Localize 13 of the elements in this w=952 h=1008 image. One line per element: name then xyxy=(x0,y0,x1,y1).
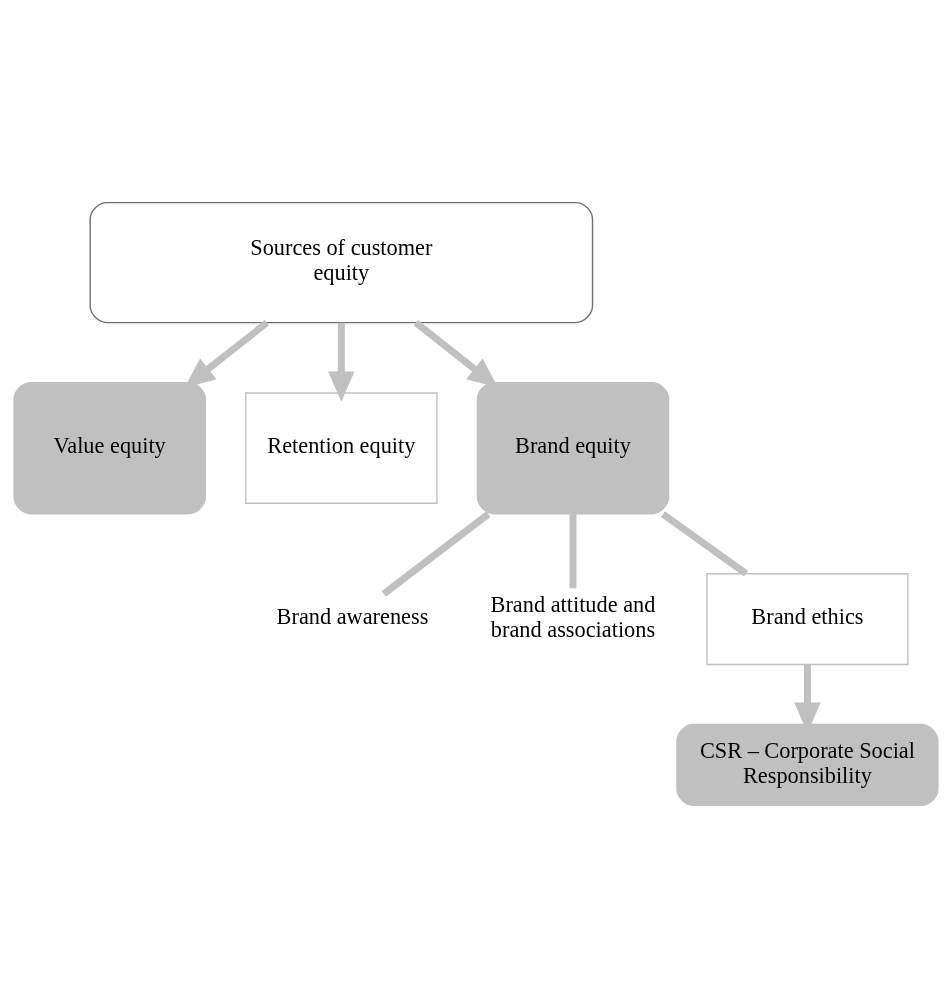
connector xyxy=(569,514,577,589)
node-box: Value equity xyxy=(13,381,206,515)
connector xyxy=(660,511,749,577)
arrow xyxy=(184,320,269,388)
node-text: Brand awareness xyxy=(276,604,429,630)
connector xyxy=(381,511,491,597)
node-box: Retention equity xyxy=(245,392,438,504)
node-box: CSR – Corporate Social Responsibility xyxy=(676,723,939,807)
node-text: Brand attitude and brand associations xyxy=(490,591,656,642)
node-box: Brand ethics xyxy=(706,573,909,666)
node-box: Sources of customer equity xyxy=(89,201,594,324)
node-box: Brand equity xyxy=(476,381,670,515)
arrow xyxy=(328,322,355,402)
